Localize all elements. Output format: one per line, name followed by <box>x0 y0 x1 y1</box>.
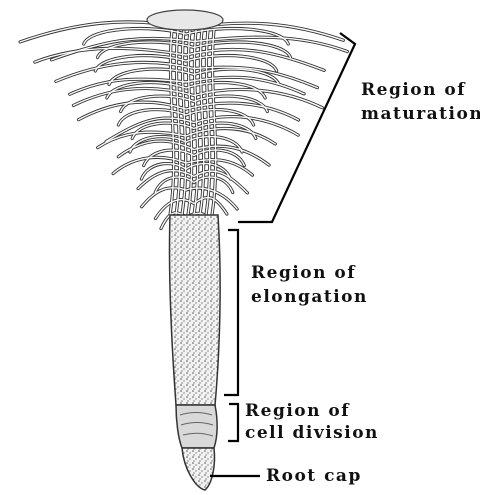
label-elongation-line2: elongation <box>251 287 368 307</box>
root-body <box>169 215 220 405</box>
root-top-cut <box>147 10 223 30</box>
cell-division-zone <box>176 405 217 448</box>
label-maturation-line1: Region of <box>361 80 480 100</box>
label-elongation-line1: Region of <box>251 263 368 283</box>
elongation-bracket <box>224 230 238 395</box>
label-cell-division: Region of cell division <box>245 401 379 443</box>
cell-division-bracket <box>228 404 238 441</box>
label-elongation: Region of elongation <box>251 263 368 307</box>
label-root-cap: Root cap <box>266 466 362 486</box>
label-maturation-line2: maturation <box>361 104 480 124</box>
label-root-cap-text: Root cap <box>266 466 362 486</box>
root-cap <box>182 448 215 490</box>
label-cell-division-line2: cell division <box>245 423 379 443</box>
label-maturation: Region of maturation <box>361 80 480 124</box>
label-cell-division-line1: Region of <box>245 401 379 421</box>
